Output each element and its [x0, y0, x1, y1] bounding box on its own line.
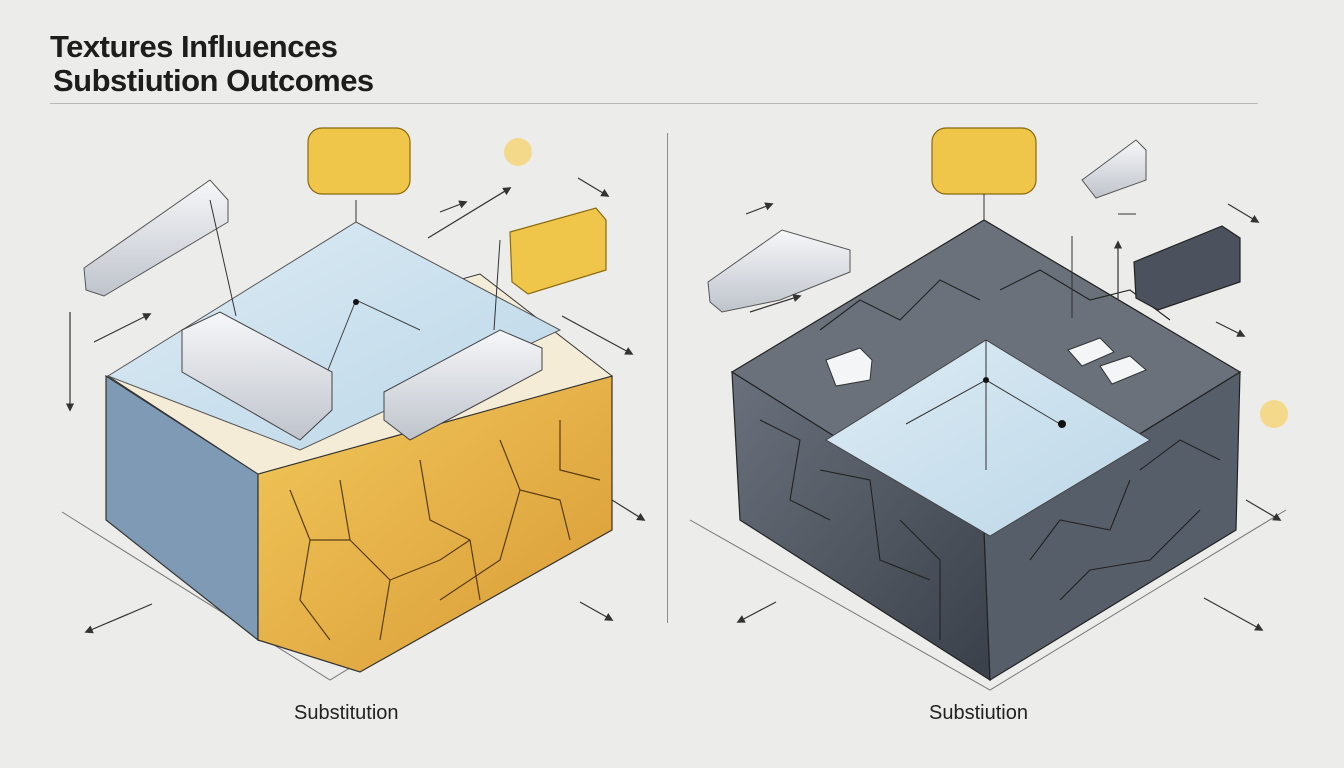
right-small-block-3	[1099, 355, 1147, 385]
left-panel-caption: Substitution	[294, 702, 399, 724]
right-floating-tab	[1081, 139, 1147, 199]
right-floating-bar	[707, 229, 851, 313]
right-motion-arrows	[736, 202, 1282, 631]
right-water-pool	[825, 339, 1151, 537]
left-sun-dot	[504, 138, 532, 166]
right-sun-dot	[1260, 400, 1288, 428]
right-yellow-token	[931, 127, 1037, 195]
right-dark-block	[1133, 225, 1241, 311]
left-yellow-token-top	[307, 127, 411, 195]
right-panel-caption: Substiution	[929, 702, 1028, 724]
right-small-block-1	[825, 347, 873, 387]
left-block-2	[383, 329, 543, 441]
page-title: Textures Inflıuences Substiution Outcome…	[50, 30, 374, 98]
left-sand-cracks	[289, 420, 601, 641]
title-underline	[50, 103, 1258, 104]
left-block-1	[181, 311, 333, 441]
left-motion-arrows	[65, 177, 646, 634]
right-substitution-diagram	[689, 127, 1288, 691]
title-line-2: Substiution Outcomes	[53, 63, 374, 98]
left-floating-bar	[83, 179, 229, 297]
left-substitution-diagram	[61, 127, 646, 681]
panel-divider	[667, 133, 668, 623]
right-rock-seams	[759, 269, 1221, 640]
title-line-1: Textures Inflıuences	[50, 29, 338, 64]
right-small-block-2	[1067, 337, 1115, 367]
left-yellow-block	[509, 207, 607, 295]
right-ground-outline	[689, 509, 1287, 691]
